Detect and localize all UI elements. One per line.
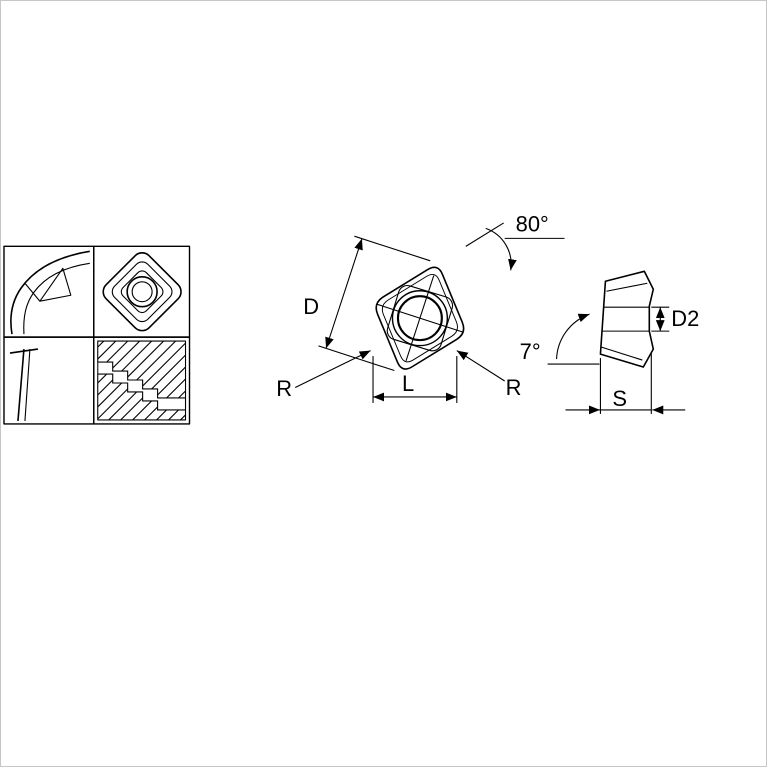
hole-outer-circle	[391, 290, 449, 347]
thumb-edge-profile-art	[9, 348, 39, 421]
thumb-top-view-art	[102, 252, 182, 332]
dim-s-label: S	[612, 386, 627, 411]
clearance-angle-label: 7°	[520, 339, 541, 364]
dimension-d: D	[303, 235, 431, 372]
hole-inner-circle	[396, 295, 443, 342]
d-dimension-line	[325, 238, 363, 349]
thumb-corner-detail-art	[10, 250, 90, 335]
radius-left-label: R	[276, 376, 292, 401]
stepped-band	[97, 361, 186, 411]
thumb-edge-profile-frame	[3, 336, 95, 425]
dim-d2-label: D2	[671, 306, 699, 331]
side-view-top-chamfer-line	[606, 282, 648, 292]
d-extension-line-top	[354, 235, 431, 262]
nose-angle-annotation: 80°	[465, 211, 565, 271]
thumb-cross-section-art	[97, 340, 187, 421]
thumb-top-view-frame	[93, 245, 191, 338]
thumbnail-grid	[3, 245, 191, 425]
dim-d-label: D	[303, 294, 319, 319]
angle-arc-leader	[485, 227, 517, 271]
dim-l-label: L	[402, 371, 414, 396]
radius-right-leader	[456, 350, 505, 382]
radius-left-annotation: R	[276, 350, 371, 401]
side-view	[599, 270, 655, 368]
d-extension-line-bottom	[318, 345, 395, 372]
radius-right-label: R	[506, 375, 522, 400]
dimension-s: S	[565, 352, 686, 415]
radius-left-leader	[294, 350, 371, 388]
clearance-angle-annotation: 7°	[520, 313, 600, 365]
thumb-corner-detail-frame	[3, 245, 95, 338]
centerlines	[377, 275, 463, 362]
dimension-l: L	[372, 356, 458, 403]
insert-outline	[375, 266, 465, 370]
clearance-arc-leader	[555, 313, 590, 360]
thumb-cross-section-frame	[93, 336, 191, 425]
radius-right-annotation: R	[456, 350, 522, 400]
nose-angle-label: 80°	[516, 211, 549, 236]
main-top-view	[375, 266, 465, 370]
hatch-lines	[97, 341, 186, 420]
side-view-bottom-chamfer-line	[601, 346, 643, 361]
thumb-hole-circle	[126, 275, 158, 308]
dimension-d2: D2	[651, 306, 699, 332]
insert-chamfer-outline	[381, 273, 458, 363]
side-view-outline	[599, 270, 655, 368]
angle-edge-extension-line	[465, 222, 504, 247]
